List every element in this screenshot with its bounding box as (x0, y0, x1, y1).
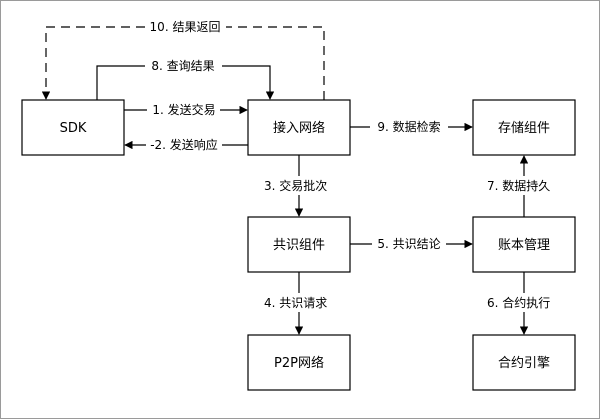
node-sdk: SDK (21, 99, 125, 156)
node-access-network-label: 接入网络 (273, 120, 325, 136)
edge-data-retrieval: 9. 数据检索 (350, 119, 473, 134)
edge-consensus-request: 4. 共识请求 (264, 272, 327, 335)
edge-contract-execution-label: 6. 合约执行 (487, 295, 550, 310)
edge-result-return: 10. 结果返回 (41, 20, 325, 100)
edge-query-result: 8. 查询结果 (96, 59, 275, 100)
edge-consensus-result: 5. 共识结论 (350, 237, 473, 251)
edge-send-response-label: -2. 发送响应 (150, 137, 218, 152)
node-ledger-label: 账本管理 (498, 238, 550, 253)
node-consensus: 共识组件 (247, 216, 351, 273)
node-access-network: 接入网络 (247, 99, 351, 156)
node-p2p: P2P网络 (247, 334, 351, 391)
node-ledger: 账本管理 (472, 216, 576, 273)
edge-send-transaction-label: 1. 发送交易 (152, 102, 215, 117)
node-sdk-label: SDK (60, 121, 87, 136)
node-storage-label: 存储组件 (498, 121, 550, 136)
node-contract-engine-label: 合约引擎 (498, 356, 550, 371)
edge-transaction-batch: 3. 交易批次 (264, 155, 327, 217)
edge-result-return-label: 10. 结果返回 (150, 20, 221, 34)
edge-data-persist-label: 7. 数据持久 (487, 178, 550, 193)
edge-consensus-request-label: 4. 共识请求 (264, 296, 327, 310)
edge-data-retrieval-label: 9. 数据检索 (377, 119, 440, 134)
node-p2p-label: P2P网络 (274, 355, 324, 371)
edge-send-response: -2. 发送响应 (124, 137, 248, 152)
node-storage: 存储组件 (472, 99, 576, 156)
edge-contract-execution: 6. 合约执行 (487, 272, 550, 335)
node-consensus-label: 共识组件 (273, 238, 325, 253)
edge-data-persist: 7. 数据持久 (487, 155, 550, 217)
edge-transaction-batch-label: 3. 交易批次 (264, 178, 327, 193)
node-contract-engine: 合约引擎 (472, 334, 576, 391)
edge-query-result-label: 8. 查询结果 (151, 59, 214, 73)
edge-consensus-result-label: 5. 共识结论 (377, 237, 440, 251)
edge-send-transaction: 1. 发送交易 (124, 102, 248, 117)
